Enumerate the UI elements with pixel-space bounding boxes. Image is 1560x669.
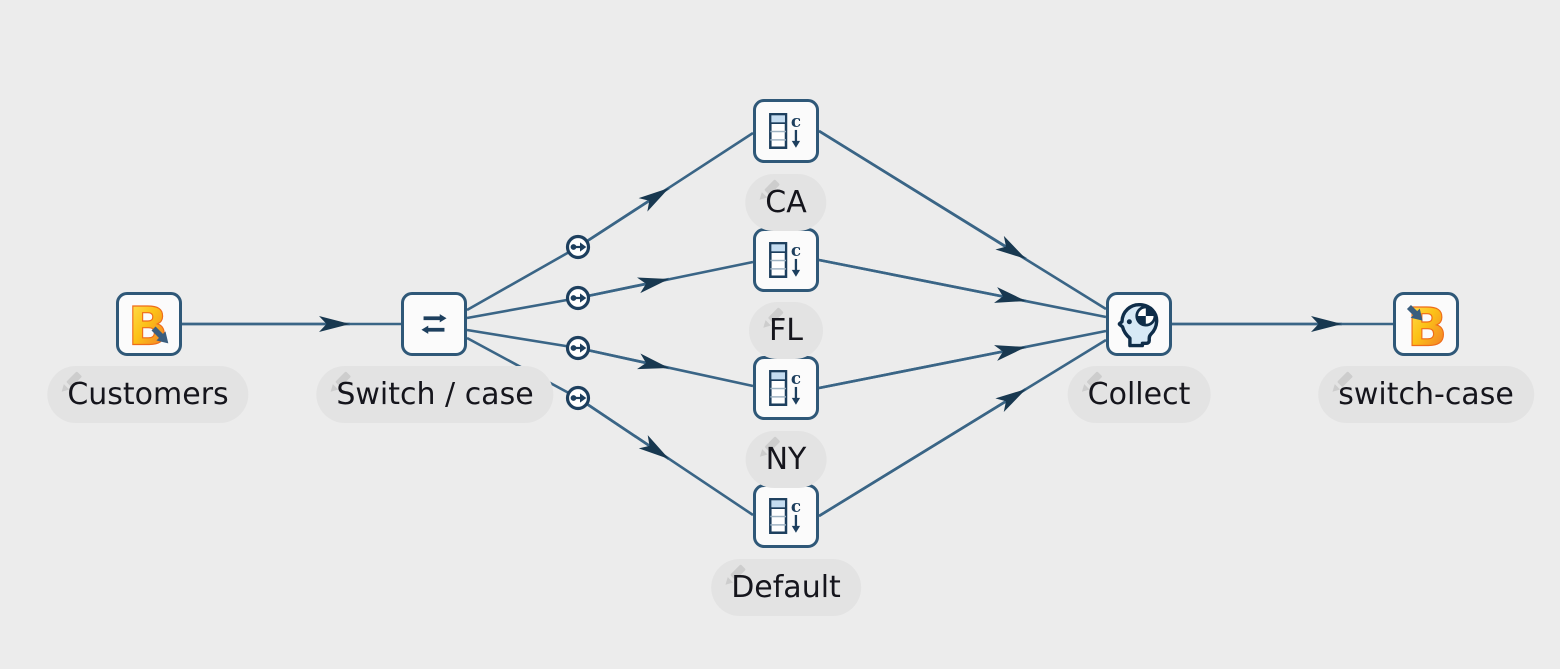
label-output-switch-case[interactable]: switch-case	[1318, 366, 1534, 423]
table-sort-icon: c	[769, 240, 801, 278]
edge-fl-collect[interactable]	[818, 258, 1107, 319]
hop-connector-icon[interactable]	[565, 234, 591, 260]
node-case-fl[interactable]: c	[753, 228, 819, 292]
table-sort-icon: c	[769, 368, 801, 406]
node-case-ny[interactable]: c	[753, 356, 819, 420]
node-switch-case[interactable]	[401, 292, 467, 356]
pencil-edit-icon	[759, 436, 780, 457]
head-target-icon	[1117, 302, 1159, 348]
label-text: NY	[765, 442, 807, 477]
hop-connector-icon[interactable]	[565, 335, 591, 361]
hop-connector-icon[interactable]	[565, 285, 591, 311]
edge-switch-fl[interactable]	[466, 260, 754, 320]
label-text: CA	[765, 185, 807, 220]
svg-text:c: c	[791, 368, 801, 388]
pencil-edit-icon	[1081, 371, 1102, 392]
label-case-fl[interactable]: FL	[749, 302, 823, 359]
svg-text:c: c	[791, 111, 801, 131]
bonobo-logo-export-icon: B	[127, 299, 168, 349]
label-case-ca[interactable]: CA	[745, 174, 827, 231]
edge-switch-ca[interactable]	[466, 131, 754, 312]
table-sort-icon: c	[769, 111, 801, 149]
node-output-switch-case[interactable]: B	[1393, 292, 1459, 356]
edge-switch-default[interactable]	[466, 336, 754, 517]
label-text: switch-case	[1338, 377, 1514, 412]
pencil-edit-icon	[61, 371, 82, 392]
node-customers[interactable]: B	[116, 292, 182, 356]
label-customers[interactable]: Customers	[47, 366, 249, 423]
node-case-default[interactable]: c	[753, 484, 819, 548]
label-text: Default	[731, 570, 841, 605]
swap-arrows-icon	[421, 314, 447, 334]
svg-text:B: B	[1407, 299, 1447, 349]
label-text: Collect	[1087, 377, 1191, 412]
svg-text:c: c	[791, 240, 801, 260]
node-case-ca[interactable]: c	[753, 99, 819, 163]
label-case-ny[interactable]: NY	[745, 431, 827, 488]
edge-ny-collect[interactable]	[818, 329, 1107, 390]
label-text: FL	[769, 313, 803, 348]
label-text: Customers	[67, 377, 229, 412]
edge-default-collect[interactable]	[818, 338, 1107, 518]
label-collect[interactable]: Collect	[1067, 366, 1211, 423]
label-text: Switch / case	[336, 377, 534, 412]
pencil-edit-icon	[330, 371, 351, 392]
hop-connector-icon[interactable]	[565, 385, 591, 411]
pencil-edit-icon	[763, 307, 784, 328]
label-case-default[interactable]: Default	[711, 559, 861, 616]
pencil-edit-icon	[1332, 371, 1353, 392]
svg-text:c: c	[791, 496, 801, 516]
bonobo-logo-import-icon: B	[1407, 299, 1448, 349]
label-switch-case[interactable]: Switch / case	[316, 366, 554, 423]
table-sort-icon: c	[769, 496, 801, 534]
pencil-edit-icon	[725, 564, 746, 585]
node-collect[interactable]	[1106, 292, 1172, 356]
edge-ca-collect[interactable]	[818, 129, 1107, 311]
pencil-edit-icon	[759, 179, 780, 200]
